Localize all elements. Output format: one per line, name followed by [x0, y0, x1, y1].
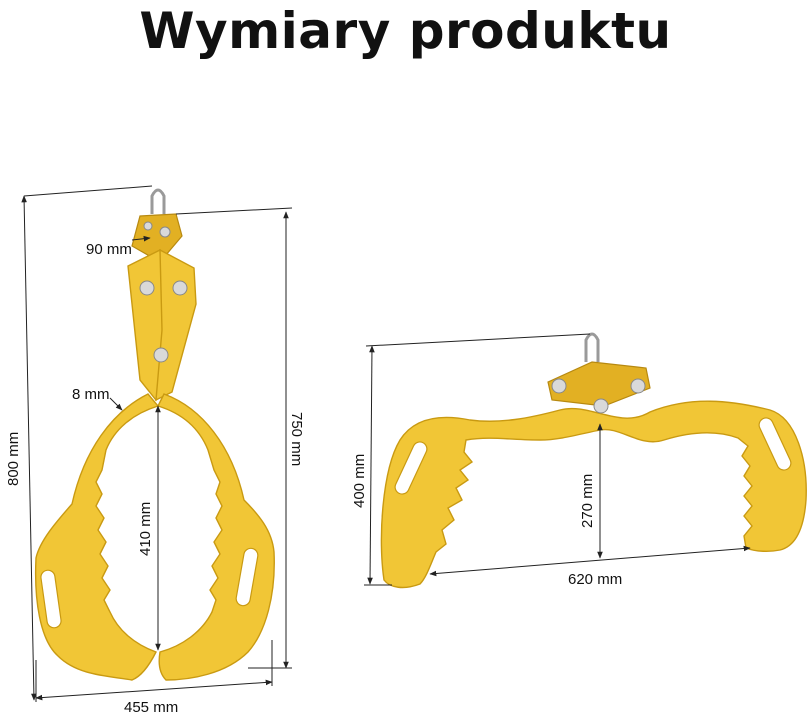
top-plate	[547, 361, 651, 407]
dim-620mm: 620 mm	[568, 571, 622, 588]
bolt	[630, 378, 646, 394]
vertical-tong-dimensions	[21, 185, 293, 702]
dim-410mm: 410 mm	[137, 502, 154, 556]
bolt	[139, 280, 155, 296]
bolt	[551, 378, 567, 394]
bolt	[143, 221, 153, 231]
jaw-right	[157, 393, 275, 681]
shackle-icon	[150, 188, 166, 214]
upper-arm-right	[155, 248, 197, 402]
horizontal-tong-dimensions	[364, 333, 751, 586]
dim-455mm: 455 mm	[124, 699, 178, 716]
dim-90mm: 90 mm	[86, 241, 132, 258]
dim-8mm: 8 mm	[72, 386, 110, 403]
bolt	[593, 398, 609, 414]
bolt	[159, 226, 171, 238]
shackle-icon	[584, 332, 600, 362]
dim-270mm: 270 mm	[579, 474, 596, 528]
slot-left	[40, 569, 62, 629]
dim-400mm: 400 mm	[351, 454, 368, 508]
page-title: Wymiary produktu	[139, 2, 672, 60]
vertical-tong	[34, 188, 275, 681]
horizontal-tong	[380, 332, 807, 589]
jaw-left	[34, 393, 160, 681]
bolt	[153, 347, 169, 363]
slot-right	[235, 547, 259, 607]
bolt	[172, 280, 188, 296]
slot-left	[394, 441, 428, 495]
dim-800mm: 800 mm	[5, 432, 22, 486]
slot-right	[758, 417, 792, 471]
dim-750mm: 750 mm	[288, 412, 305, 466]
